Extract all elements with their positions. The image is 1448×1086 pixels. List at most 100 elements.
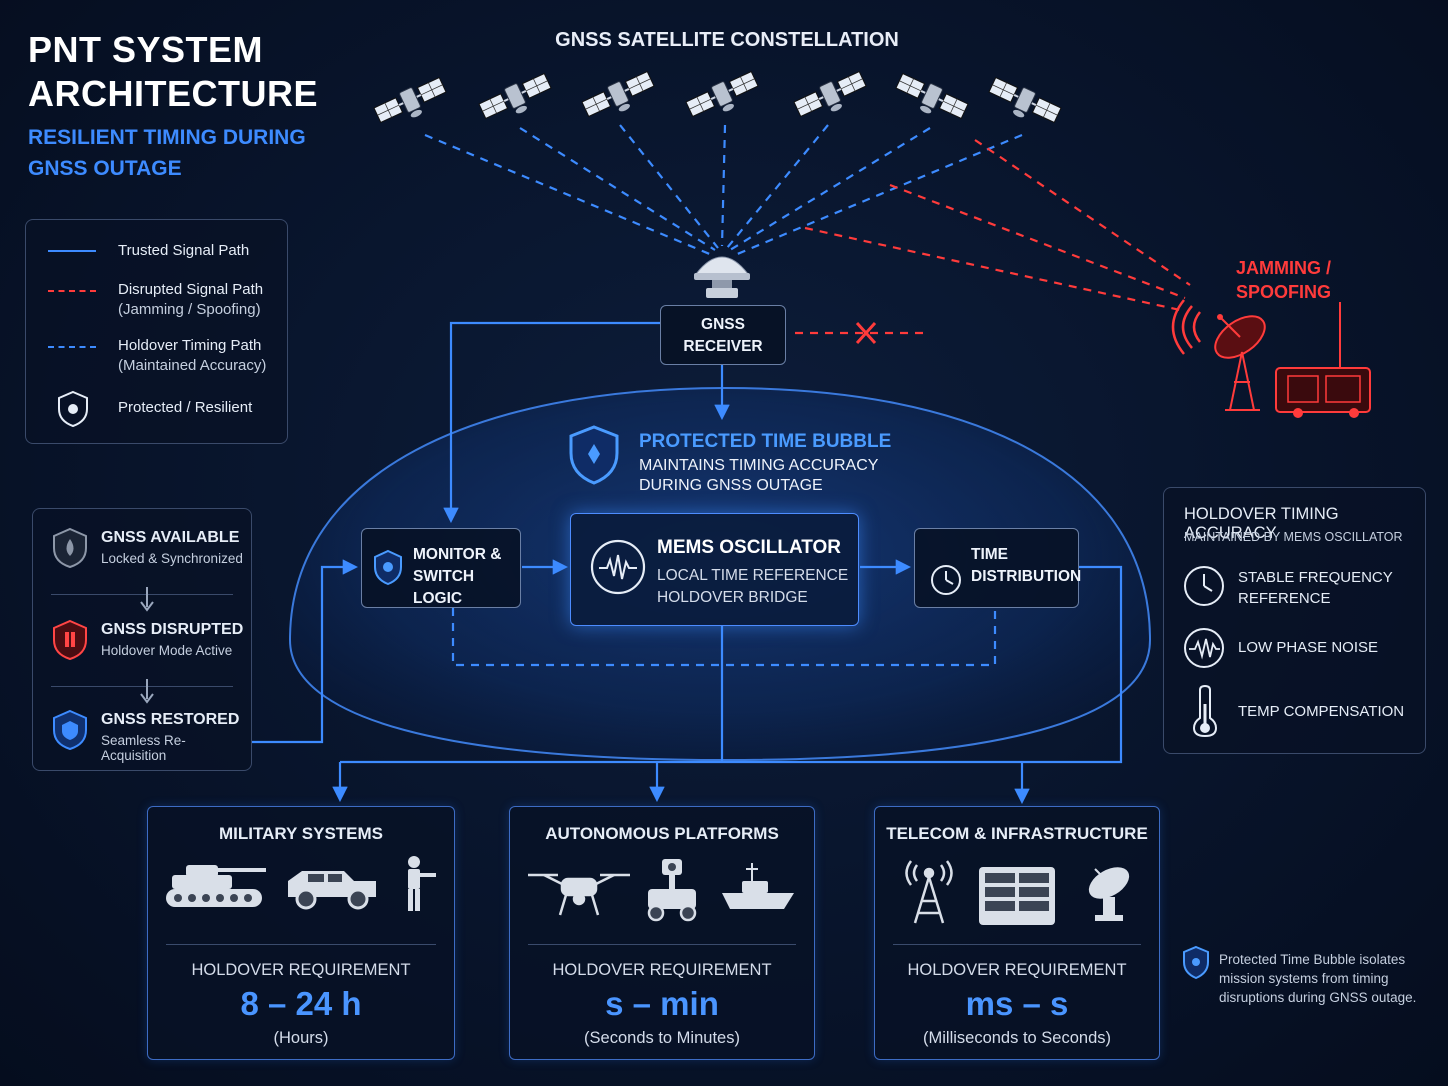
blocked-x-icon bbox=[855, 321, 877, 345]
legend-sublabel: (Jamming / Spoofing) bbox=[118, 301, 261, 318]
gnss-receiver-label: GNSS RECEIVER bbox=[683, 316, 763, 355]
clock-icon bbox=[1184, 566, 1224, 606]
divider bbox=[51, 594, 233, 595]
shield-icon bbox=[58, 390, 88, 428]
autonomous-icons bbox=[528, 859, 794, 922]
holdover-panel-subtitle: MAINTAINED BY MEMS OSCILLATOR bbox=[1184, 530, 1403, 544]
state-title: GNSS RESTORED bbox=[101, 711, 240, 728]
mems-oscillator-box[interactable]: MEMS OSCILLATOR LOCAL TIME REFERENCE HOL… bbox=[570, 513, 859, 626]
shield-alert-icon bbox=[53, 619, 87, 661]
satellite-icon bbox=[683, 67, 764, 127]
military-icons bbox=[166, 856, 436, 911]
state-subtitle: Holdover Mode Active bbox=[101, 643, 233, 658]
tank-icon bbox=[166, 865, 266, 907]
legend-sublabel: (Maintained Accuracy) bbox=[118, 357, 267, 374]
legend-label: Protected / Resilient bbox=[118, 399, 253, 416]
page-subtitle: RESILIENT TIMING DURING GNSS OUTAGE bbox=[28, 126, 306, 180]
satellite-icon bbox=[476, 69, 557, 129]
jammer-waves-icon bbox=[1171, 299, 1202, 355]
waveform-icon bbox=[590, 539, 646, 595]
requirement-label: HOLDOVER REQUIREMENT bbox=[552, 961, 772, 979]
arrow-down-icon bbox=[140, 679, 154, 704]
time-distribution-box[interactable]: TIME DISTRIBUTION bbox=[914, 528, 1082, 608]
state-subtitle: Locked & Synchronized bbox=[101, 551, 243, 566]
constellation-title: GNSS SATELLITE CONSTELLATION bbox=[555, 29, 899, 51]
requirement-unit: (Milliseconds to Seconds) bbox=[923, 1029, 1111, 1047]
thermometer-icon bbox=[1192, 684, 1218, 738]
holdover-item: STABLE FREQUENCY REFERENCE bbox=[1238, 569, 1393, 607]
cell-tower-icon bbox=[905, 860, 953, 924]
divider bbox=[166, 944, 436, 945]
holdover-panel-title: HOLDOVER TIMING ACCURACY bbox=[1184, 505, 1339, 542]
page-title: PNT SYSTEM ARCHITECTURE bbox=[28, 29, 318, 114]
jammer-group bbox=[1171, 299, 1371, 418]
shield-icon bbox=[374, 549, 402, 586]
satellite-icon bbox=[371, 73, 452, 133]
requirement-unit: (Seconds to Minutes) bbox=[584, 1029, 740, 1047]
requirement-value: ms – s bbox=[965, 985, 1069, 1022]
jammer-dish-icon bbox=[1214, 314, 1266, 411]
disrupted-signal-lines bbox=[795, 139, 1191, 335]
divider bbox=[528, 944, 796, 945]
legend-label: Holdover Timing Path bbox=[118, 337, 262, 354]
mems-line1: LOCAL TIME REFERENCE bbox=[657, 567, 849, 584]
boat-icon bbox=[722, 863, 794, 909]
waveform-icon bbox=[1184, 628, 1224, 668]
ground-robot-icon bbox=[647, 859, 697, 922]
holdover-line-icon bbox=[48, 346, 96, 348]
jammer-truck-icon bbox=[1275, 302, 1371, 418]
holdover-item: LOW PHASE NOISE bbox=[1238, 639, 1379, 656]
trusted-line-icon bbox=[48, 250, 96, 252]
clock-icon bbox=[931, 565, 961, 595]
bubble-shield-icon bbox=[569, 425, 619, 485]
arrow-down-icon bbox=[140, 587, 154, 612]
satellite-icon bbox=[579, 67, 660, 127]
satellite-icon bbox=[983, 73, 1064, 133]
footnote: Protected Time Bubble isolates mission s… bbox=[1219, 952, 1417, 1005]
divider bbox=[51, 686, 233, 687]
monitor-switch-box[interactable]: MONITOR & SWITCH LOGIC bbox=[361, 528, 521, 608]
mems-line2: HOLDOVER BRIDGE bbox=[657, 589, 808, 606]
legend-panel: Trusted Signal Path Disrupted Signal Pat… bbox=[25, 219, 288, 444]
state-title: GNSS DISRUPTED bbox=[101, 621, 244, 638]
holdover-item: TEMP COMPENSATION bbox=[1238, 703, 1405, 720]
bubble-subtitle: MAINTAINS TIMING ACCURACY DURING GNSS OU… bbox=[639, 457, 879, 494]
drone-icon bbox=[528, 873, 630, 916]
requirement-label: HOLDOVER REQUIREMENT bbox=[907, 961, 1127, 979]
satellite-icon bbox=[791, 67, 872, 127]
category-telecom[interactable]: TELECOM & INFRASTRUCTURE HOLDOVER bbox=[874, 806, 1160, 1060]
bubble-title: PROTECTED TIME BUBBLE bbox=[639, 431, 892, 452]
shield-drop-icon bbox=[53, 527, 87, 569]
military-vehicle-icon bbox=[288, 871, 376, 910]
shield-icon bbox=[53, 709, 87, 751]
legend-label: Trusted Signal Path bbox=[118, 242, 250, 259]
category-title: AUTONOMOUS PLATFORMS bbox=[545, 824, 779, 843]
category-autonomous[interactable]: AUTONOMOUS PLATFORMS HOLDOVER REQ bbox=[509, 806, 815, 1060]
requirement-label: HOLDOVER REQUIREMENT bbox=[191, 961, 411, 979]
telecom-icons bbox=[905, 860, 1130, 925]
gnss-receiver-box[interactable]: GNSS RECEIVER bbox=[660, 305, 786, 365]
mems-title: MEMS OSCILLATOR bbox=[657, 537, 842, 558]
soldier-icon bbox=[408, 856, 436, 911]
category-military[interactable]: MILITARY SYSTEMS HOLDOVER REQUIREMENT 8 … bbox=[147, 806, 455, 1060]
monitor-switch-label: MONITOR & SWITCH LOGIC bbox=[413, 546, 502, 607]
state-subtitle: Seamless Re-Acquisition bbox=[101, 733, 186, 763]
requirement-unit: (Hours) bbox=[273, 1029, 329, 1047]
requirement-value: s – min bbox=[605, 985, 719, 1022]
satellite-icon bbox=[890, 69, 971, 129]
disrupted-line-icon bbox=[48, 290, 96, 292]
category-title: TELECOM & INFRASTRUCTURE bbox=[886, 824, 1148, 843]
satellite-dish-icon bbox=[1088, 867, 1130, 921]
gnss-states-panel: GNSS AVAILABLE Locked & Synchronized GNS… bbox=[32, 508, 252, 771]
antenna-icon bbox=[694, 256, 750, 298]
state-title: GNSS AVAILABLE bbox=[101, 529, 240, 546]
holdover-accuracy-panel: HOLDOVER TIMING ACCURACY MAINTAINED BY M… bbox=[1163, 487, 1426, 754]
shield-icon bbox=[1183, 945, 1209, 980]
divider bbox=[893, 944, 1141, 945]
server-rack-icon bbox=[979, 867, 1055, 925]
requirement-value: 8 – 24 h bbox=[240, 985, 362, 1022]
satellite-signal-lines bbox=[424, 124, 1023, 257]
time-distribution-label: TIME DISTRIBUTION bbox=[971, 546, 1082, 585]
legend-label: Disrupted Signal Path bbox=[118, 281, 264, 298]
category-title: MILITARY SYSTEMS bbox=[218, 824, 384, 843]
